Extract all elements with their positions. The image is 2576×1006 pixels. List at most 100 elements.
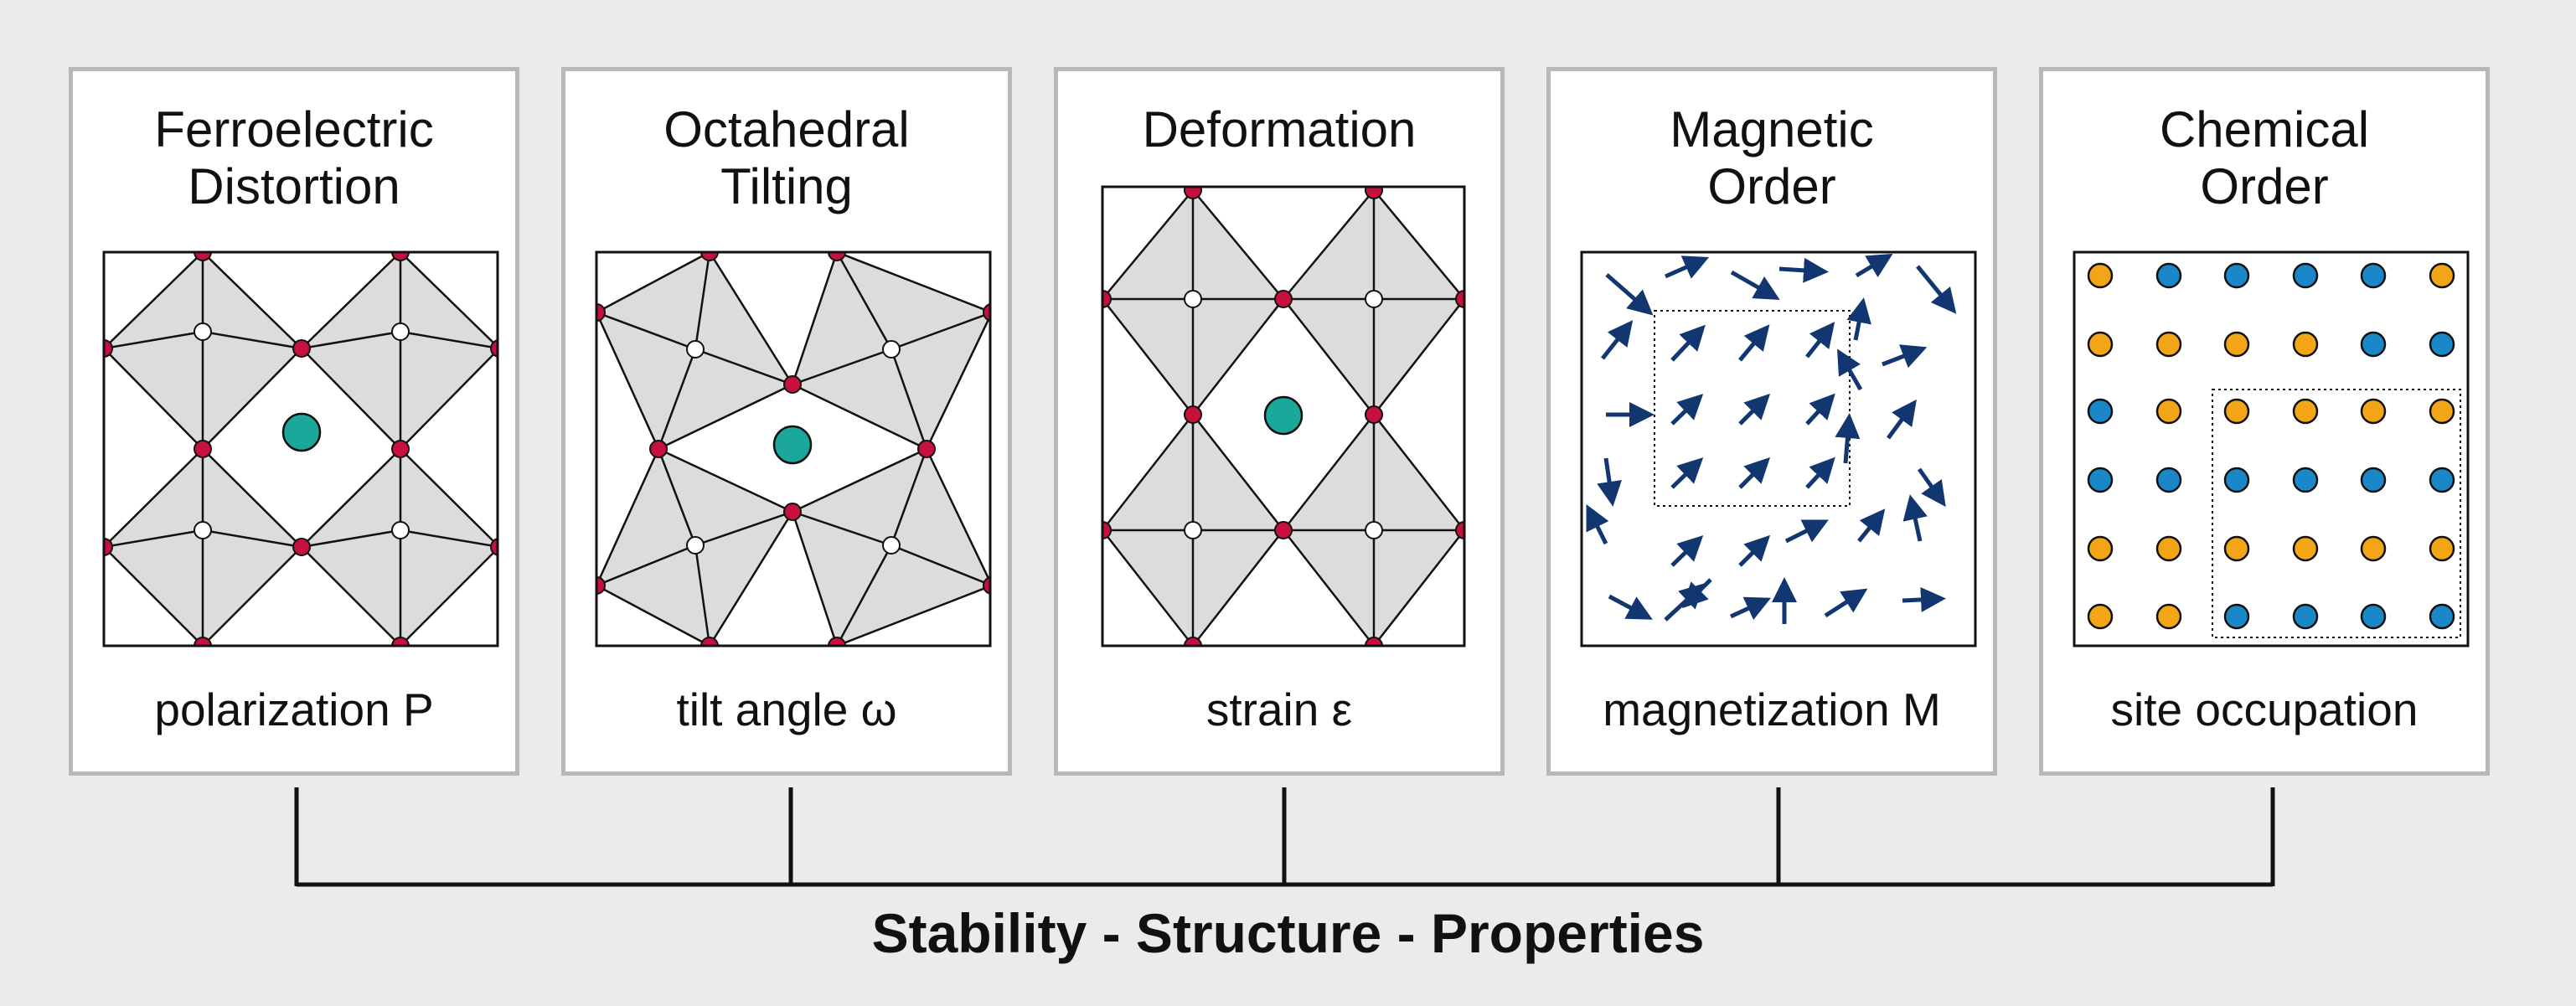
a-site-cation bbox=[772, 425, 813, 465]
spin-arrow bbox=[1738, 393, 1771, 426]
panel-caption: polarization P bbox=[154, 684, 434, 735]
panel-title-line: Octahedral bbox=[663, 101, 910, 157]
species-b-atom bbox=[2360, 603, 2387, 630]
species-b-atom bbox=[2223, 603, 2250, 630]
spin-arrow bbox=[1805, 322, 1835, 359]
species-a-atom bbox=[2087, 535, 2114, 562]
panel-caption: strain ε bbox=[1205, 684, 1353, 735]
species-a-atom bbox=[2223, 398, 2250, 425]
spin-arrow bbox=[1605, 273, 1654, 316]
spin-arrow bbox=[1837, 348, 1863, 391]
a-site-cation bbox=[1263, 395, 1303, 436]
species-b-atom bbox=[2360, 262, 2387, 289]
footer-label: Stability - Structure - Properties bbox=[871, 902, 1705, 964]
species-b-atom bbox=[2429, 603, 2455, 630]
spin-arrow bbox=[1824, 588, 1868, 618]
a-site-cation bbox=[281, 412, 322, 452]
panel-caption: magnetization M bbox=[1603, 684, 1941, 735]
spin-arrow bbox=[1664, 255, 1710, 279]
species-a-atom bbox=[2155, 603, 2182, 630]
species-b-atom bbox=[2292, 262, 2319, 289]
species-a-atom bbox=[2429, 262, 2455, 289]
panel-title-line: Order bbox=[1707, 158, 1836, 214]
species-a-atom bbox=[2292, 535, 2319, 562]
species-a-atom bbox=[2429, 535, 2455, 562]
distorted-octahedra-lattice-illustration bbox=[102, 250, 499, 647]
spin-arrow bbox=[1882, 344, 1928, 369]
spin-arrow bbox=[1857, 508, 1886, 543]
spin-arrow bbox=[1917, 467, 1946, 508]
species-b-atom bbox=[2087, 398, 2114, 425]
panel-title-line: Deformation bbox=[1142, 101, 1417, 157]
strained-octahedra-lattice-illustration bbox=[1101, 185, 1466, 647]
panel-deformation: Deformation strain ε bbox=[1054, 67, 1505, 776]
panel-caption: site occupation bbox=[2110, 684, 2419, 735]
spin-arrow bbox=[1670, 457, 1704, 489]
species-b-atom bbox=[2223, 262, 2250, 289]
spin-arrow bbox=[1886, 399, 1917, 440]
panel-title-line: Magnetic bbox=[1670, 101, 1874, 157]
spin-arrow bbox=[1846, 297, 1871, 341]
spin-arrow bbox=[1805, 393, 1835, 426]
spin-arrow bbox=[1784, 519, 1829, 544]
species-a-atom bbox=[2223, 535, 2250, 562]
species-a-atom bbox=[2223, 331, 2250, 358]
species-a-atom bbox=[2429, 398, 2455, 425]
spin-arrow bbox=[1601, 320, 1634, 360]
species-a-atom bbox=[2155, 331, 2182, 358]
ordered-domain-outline bbox=[1654, 310, 1851, 507]
spin-arrow bbox=[1730, 270, 1780, 300]
species-a-atom bbox=[2087, 603, 2114, 630]
species-a-atom bbox=[2155, 535, 2182, 562]
spin-arrow bbox=[1738, 324, 1770, 362]
spin-arrow bbox=[1670, 324, 1706, 362]
spin-arrow bbox=[1586, 504, 1609, 545]
panel-title: Deformation bbox=[1058, 101, 1500, 158]
species-a-atom bbox=[2360, 535, 2387, 562]
spin-arrow bbox=[1902, 494, 1928, 542]
spin-arrow bbox=[1778, 257, 1829, 283]
panel-title-line: Ferroelectric bbox=[154, 101, 434, 157]
tilted-octahedra-lattice-illustration bbox=[595, 250, 992, 647]
species-a-atom bbox=[2360, 398, 2387, 425]
spin-arrow bbox=[1738, 534, 1771, 567]
species-b-atom bbox=[2223, 467, 2250, 493]
spin-arrow bbox=[1597, 457, 1622, 507]
species-b-atom bbox=[2155, 467, 2182, 493]
species-a-atom bbox=[2292, 331, 2319, 358]
spin-arrow bbox=[1835, 413, 1861, 464]
spin-arrow bbox=[1916, 265, 1957, 314]
spin-arrow bbox=[1670, 394, 1704, 426]
spin-arrow bbox=[1681, 578, 1712, 609]
species-a-atom bbox=[2292, 398, 2319, 425]
spin-arrow bbox=[1670, 535, 1704, 567]
species-b-atom bbox=[2087, 467, 2114, 493]
species-a-atom bbox=[2087, 262, 2114, 289]
spin-arrow bbox=[1608, 594, 1653, 620]
panel-title-line: Distortion bbox=[188, 158, 400, 214]
spin-arrow bbox=[1855, 253, 1893, 278]
species-b-atom bbox=[2360, 331, 2387, 358]
spin-arrow bbox=[1805, 457, 1835, 489]
species-b-atom bbox=[2292, 467, 2319, 493]
two-species-site-grid-illustration bbox=[2073, 250, 2470, 647]
spin-arrow bbox=[1738, 457, 1771, 489]
spin-arrow bbox=[1902, 586, 1946, 612]
spin-arrow-field-illustration bbox=[1580, 250, 1977, 647]
panel-title-line: Order bbox=[2200, 158, 2329, 214]
spin-arrow bbox=[1729, 596, 1772, 621]
species-b-atom bbox=[2429, 467, 2455, 493]
species-b-atom bbox=[2155, 262, 2182, 289]
species-b-atom bbox=[2292, 603, 2319, 630]
species-b-atom bbox=[2429, 331, 2455, 358]
species-a-atom bbox=[2087, 331, 2114, 358]
